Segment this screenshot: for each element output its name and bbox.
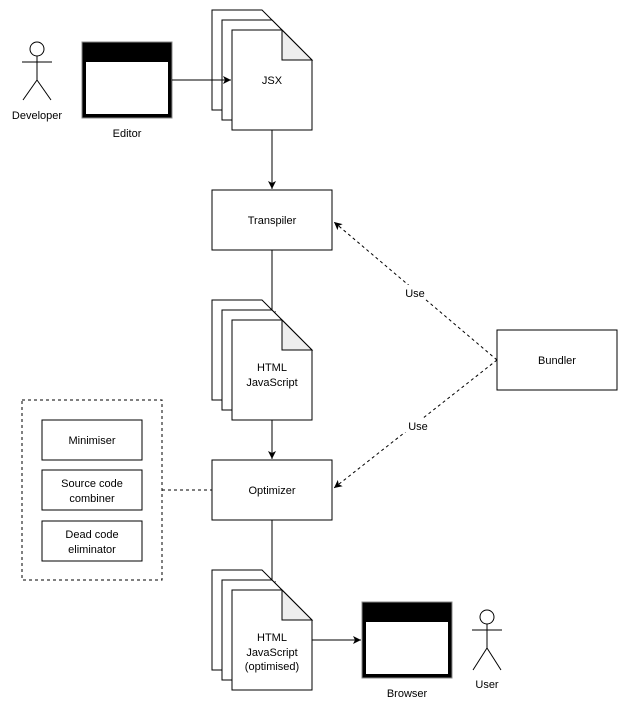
user-label: User bbox=[475, 679, 499, 691]
minimiser-box bbox=[41, 419, 143, 461]
edge-label-use-transpiler: Use bbox=[405, 288, 425, 300]
minimiser-label: Minimiser bbox=[68, 435, 115, 447]
editor-label: Editor bbox=[113, 128, 142, 140]
optimizer-components-group: Minimiser Source code combiner Dead code… bbox=[21, 399, 163, 581]
developer-actor: Developer bbox=[12, 41, 62, 122]
source-combiner-label-line2: combiner bbox=[69, 493, 115, 505]
edge-label-bg bbox=[400, 285, 430, 299]
bundler-label: Bundler bbox=[538, 355, 576, 367]
editor-window: Editor bbox=[81, 41, 173, 140]
dead-code-label-line2: eliminator bbox=[68, 544, 116, 556]
stick-figure-icon bbox=[22, 41, 52, 101]
dead-code-box bbox=[41, 520, 143, 562]
dead-code-label-line1: Dead code bbox=[65, 529, 118, 541]
transpiler-box: Transpiler bbox=[211, 189, 333, 251]
user-actor: User bbox=[472, 609, 502, 691]
opt-optimised-label: (optimised) bbox=[245, 661, 299, 673]
jsx-label: JSX bbox=[262, 75, 283, 87]
browser-window: Browser bbox=[361, 601, 453, 700]
optimizer-box: Optimizer bbox=[211, 459, 333, 521]
source-combiner-box bbox=[41, 469, 143, 511]
javascript-label: JavaScript bbox=[246, 377, 297, 389]
optimised-documents: HTML JavaScript (optimised) bbox=[211, 569, 314, 691]
html-js-documents: HTML JavaScript bbox=[211, 299, 314, 421]
edge-label-bg bbox=[403, 418, 433, 432]
opt-javascript-label: JavaScript bbox=[246, 647, 297, 659]
stick-figure-icon bbox=[472, 609, 502, 671]
html-label: HTML bbox=[257, 362, 287, 374]
opt-html-label: HTML bbox=[257, 632, 287, 644]
optimizer-label: Optimizer bbox=[248, 485, 295, 497]
source-combiner-label-line1: Source code bbox=[61, 478, 123, 490]
bundler-box: Bundler bbox=[496, 329, 618, 391]
transpiler-label: Transpiler bbox=[248, 215, 297, 227]
edge-label-use-optimizer: Use bbox=[408, 421, 428, 433]
developer-label: Developer bbox=[12, 110, 62, 122]
browser-label: Browser bbox=[387, 688, 428, 700]
jsx-documents: JSX bbox=[211, 9, 314, 131]
